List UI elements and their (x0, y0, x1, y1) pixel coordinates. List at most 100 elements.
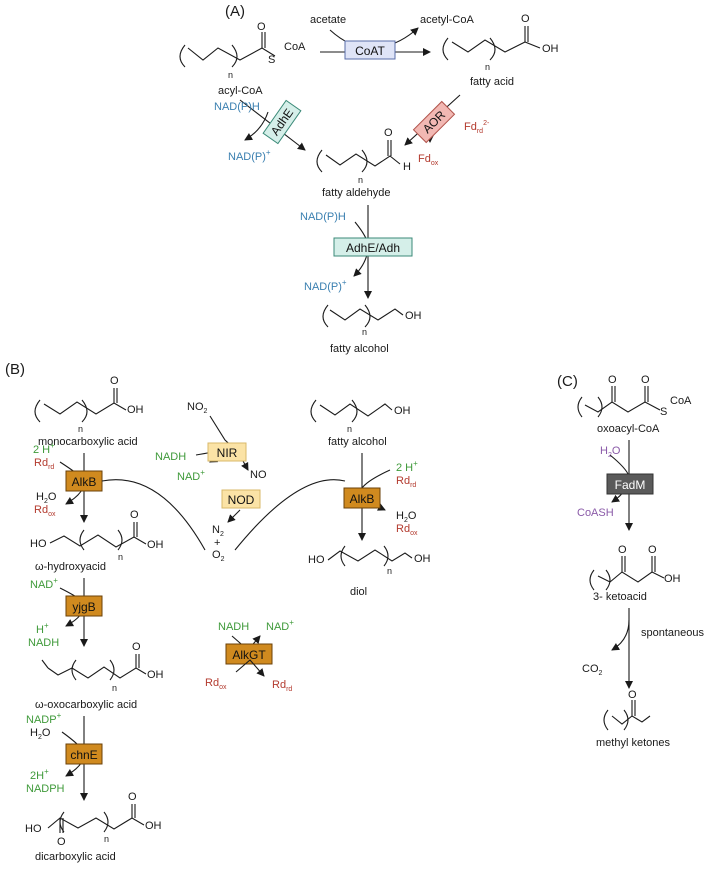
acyl-coa-s: S (268, 54, 275, 66)
o2-curve-left (101, 479, 206, 551)
fatty-acid-structure: O OH n (442, 13, 559, 72)
fatty-acid-oh: OH (542, 43, 559, 55)
mono-n: n (78, 424, 83, 434)
panel-c-label: (C) (557, 373, 578, 390)
fatty-aldehyde-o: O (384, 127, 393, 139)
adhe-side-arrow (244, 111, 269, 141)
oxocarboxylic-structure: O OH n (41, 641, 164, 693)
fadm-coash: CoASH (577, 507, 614, 519)
hydroxyacid-structure: HO O OH n (30, 509, 164, 562)
ketoacid-o2: O (648, 544, 657, 556)
adhe-adh-enzyme-box (333, 237, 413, 257)
dicarb-o1: O (57, 836, 66, 848)
fatty-aldehyde-n: n (358, 175, 363, 185)
diol-n: n (387, 566, 392, 576)
alkgt-enzyme-box (225, 643, 273, 665)
fatty-alcohol-b-oh: OH (394, 405, 411, 417)
fatty-alcohol-a-n: n (362, 327, 367, 337)
acyl-coa-o: O (257, 21, 266, 33)
alkb-right-h2o: H2O (396, 510, 417, 524)
acyl-coa-n: n (228, 70, 233, 80)
diol-ho: HO (308, 554, 325, 566)
alkgt-bottom-arrow (235, 659, 265, 677)
fadm-h2o: H2O (600, 445, 621, 459)
acyl-coa-coa: CoA (284, 41, 306, 53)
diol-label: diol (350, 586, 367, 598)
nir-no2: NO2 (187, 401, 208, 415)
hydroxyacid-ho: HO (30, 538, 47, 550)
nod-arrow (227, 509, 241, 523)
fatty-alcohol-a-label: fatty alcohol (330, 343, 389, 355)
acyl-coa-label: acyl-CoA (218, 85, 263, 97)
oxo-o: O (132, 641, 141, 653)
monocarboxylic-label: monocarboxylic acid (38, 436, 138, 448)
dicarboxylic-label: dicarboxylic acid (35, 851, 116, 863)
oxo-oh: OH (147, 669, 164, 681)
chne-nadp: NADP+ (26, 711, 62, 726)
chne-2h: 2H+ (30, 767, 49, 782)
oxoacyl-coa-text: CoA (670, 395, 692, 407)
alkb-left-2h: 2 H+ (33, 441, 55, 456)
fatty-alcohol-b-label: fatty alcohol (328, 436, 387, 448)
fatty-acid-label: fatty acid (470, 76, 514, 88)
nir-nadplus: NAD+ (177, 468, 205, 483)
ketoacid-structure: O O OH (589, 544, 681, 591)
methyl-ketone-structure: O (603, 689, 651, 731)
alkgt-label: AlkGT (232, 648, 266, 662)
fadm-label: FadM (615, 478, 646, 492)
o2-label: O2 (212, 549, 225, 563)
adhe-nadph-label: NAD(P)H (214, 101, 260, 113)
alkb-left-rdrd: Rdrd (34, 457, 54, 471)
aor-fd-rd-label: Fdrd2- (464, 120, 490, 135)
plus-label: + (214, 537, 220, 549)
alkb-right-2h: 2 H+ (396, 459, 418, 474)
nod-no: NO (250, 469, 267, 481)
ketoacid-o1: O (618, 544, 627, 556)
yjgb-enzyme-box (65, 595, 103, 617)
hydroxyacid-oh: OH (147, 539, 164, 551)
nir-nadh: NADH (155, 451, 186, 463)
panel-a-label: (A) (225, 3, 245, 20)
nir-label: NIR (217, 446, 238, 460)
adh-nadp-label: NAD(P)+ (304, 278, 347, 293)
oxoacyl-coa-structure: O O S CoA (577, 374, 692, 418)
mono-o: O (110, 375, 119, 387)
diol-structure: HO OH n (308, 545, 431, 576)
alkb-right-label: AlkB (350, 492, 375, 506)
ketoacid-oh: OH (664, 573, 681, 585)
chne-h2o: H2O (30, 727, 51, 741)
alkb-left-h2o: H2O (36, 491, 57, 505)
oxoacyl-coa-label: oxoacyl-CoA (597, 423, 660, 435)
panel-b-label: (B) (5, 361, 25, 378)
yjgb-nadh: NADH (28, 637, 59, 649)
nod-enzyme-box (221, 489, 261, 509)
coat-enzyme-box (344, 40, 396, 60)
nod-label: NOD (228, 493, 255, 507)
fatty-acid-n: n (485, 62, 490, 72)
adhe-adh-enzyme-label: AdhE/Adh (346, 241, 400, 255)
dicarboxylic-structure: HO O O OH n (25, 791, 162, 848)
alkb-right-enzyme-box (343, 487, 381, 509)
fatty-acid-o: O (521, 13, 530, 25)
aor-fd-ox-label: Fdox (418, 153, 439, 167)
hydroxyacid-n: n (118, 552, 123, 562)
chne-nadph: NADPH (26, 783, 65, 795)
acetyl-coa-label: acetyl-CoA (420, 14, 474, 26)
oxoacyl-o2: O (641, 374, 650, 386)
alkgt-nadplus: NAD+ (266, 618, 294, 633)
fatty-aldehyde-label: fatty aldehyde (322, 187, 391, 199)
oxocarboxylic-label: ω-oxocarboxylic acid (35, 699, 137, 711)
alkb-right-rdox: Rdox (396, 523, 418, 537)
dicarb-ho: HO (25, 823, 42, 835)
monocarboxylic-structure: O OH n (34, 375, 144, 434)
alkgt-rdrd: Rdrd (272, 679, 292, 693)
fadm-enzyme-box (606, 473, 654, 495)
adh-nadph-label: NAD(P)H (300, 211, 346, 223)
fatty-aldehyde-structure: O H n (316, 127, 411, 185)
methyl-ketone-o: O (628, 689, 637, 701)
ketoacid-label: 3- ketoacid (593, 591, 647, 603)
chne-enzyme-box (65, 743, 103, 765)
yjgb-nadplus: NAD+ (30, 576, 58, 591)
adhe-enzyme-box (262, 99, 302, 145)
adhe-nadp-label: NAD(P)+ (228, 148, 271, 163)
